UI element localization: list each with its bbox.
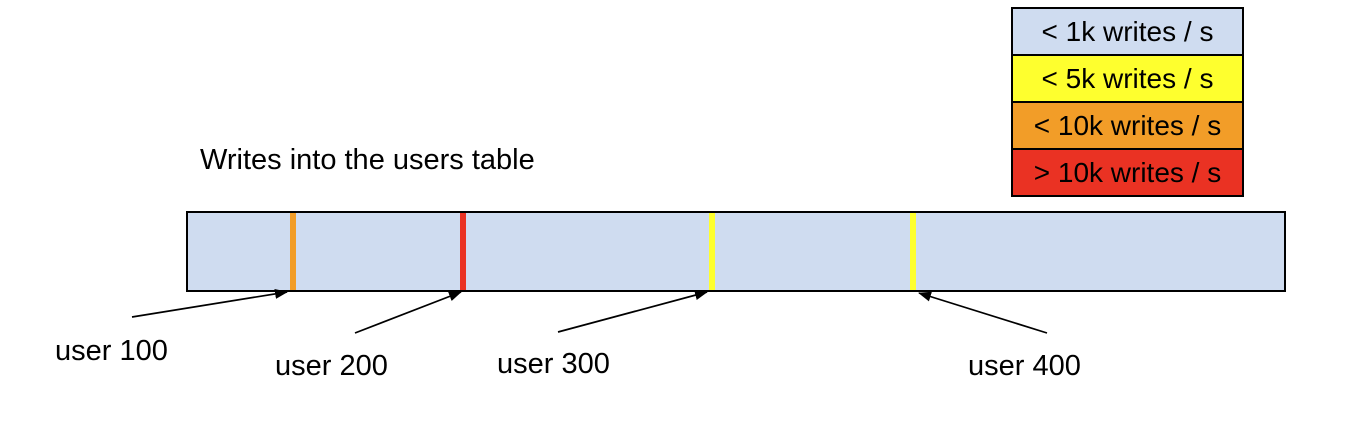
legend-item-lt-1k: < 1k writes / s: [1011, 7, 1244, 56]
user-300-label: user 300: [497, 348, 610, 380]
user-200-label: user 200: [275, 350, 388, 382]
legend-item-lt-5k: < 5k writes / s: [1011, 54, 1244, 103]
legend-item-label: < 5k writes / s: [1041, 62, 1214, 94]
legend-item-label: > 10k writes / s: [1033, 156, 1222, 188]
arrow-user-200: [354, 291, 462, 334]
user-400-label: user 400: [968, 350, 1081, 382]
legend-item-gt-10k: > 10k writes / s: [1011, 148, 1244, 197]
diagram-title: Writes into the users table: [200, 144, 535, 176]
write-rate-marker-user-200: [460, 213, 466, 290]
write-rate-marker-user-400: [910, 213, 916, 290]
legend: < 1k writes / s < 5k writes / s < 10k wr…: [1011, 7, 1244, 197]
users-table-bar: [186, 211, 1286, 292]
arrow-user-300: [557, 290, 708, 333]
write-rate-marker-user-300: [709, 213, 715, 290]
legend-item-label: < 1k writes / s: [1041, 15, 1214, 47]
arrow-user-100: [131, 288, 288, 318]
write-rate-marker-user-100: [290, 213, 296, 290]
user-100-label: user 100: [55, 335, 168, 367]
legend-item-label: < 10k writes / s: [1033, 109, 1222, 141]
arrow-user-400: [918, 291, 1048, 334]
